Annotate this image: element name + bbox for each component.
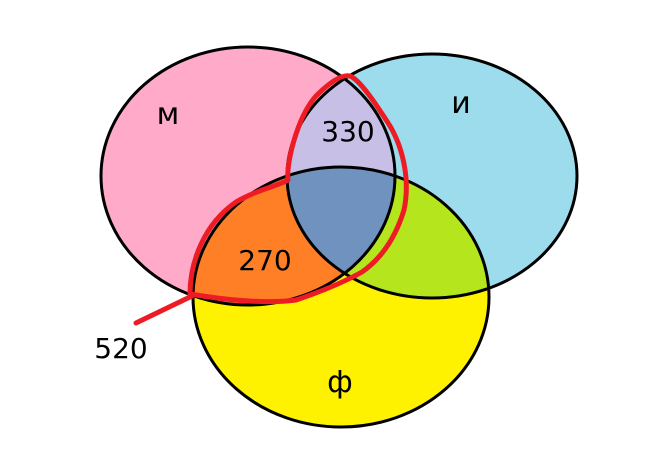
set-m-label: м [157, 97, 180, 132]
region-m-and-f-label: 270 [238, 244, 291, 277]
region-m-and-i-label: 330 [321, 115, 374, 148]
highlight-outline [187, 73, 409, 305]
set-i-label: и [451, 86, 471, 121]
set-f-label: ф [327, 365, 353, 400]
callout-pointer [133, 293, 195, 326]
callout-label: 520 [94, 332, 147, 365]
